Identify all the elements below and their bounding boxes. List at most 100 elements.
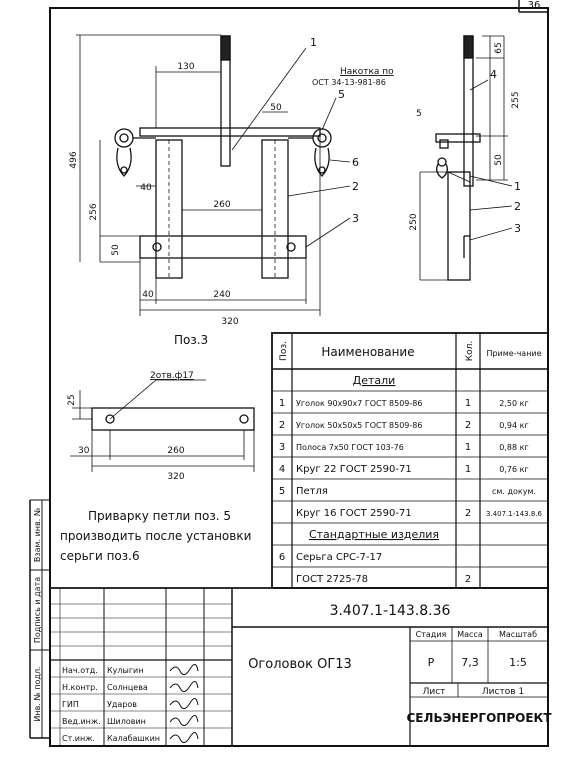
- spec-row-qty: 2: [465, 420, 471, 431]
- signer-name: Солнцева: [107, 683, 148, 692]
- hole-note: 2отв.ф17: [150, 371, 194, 381]
- signer-name: Калабашкин: [107, 734, 160, 743]
- spec-row-note: 0,76 кг: [499, 465, 528, 474]
- signer-role: Нач.отд.: [62, 666, 98, 675]
- spec-row-name: Уголок 90x90x7 ГОСТ 8509-86: [296, 399, 422, 408]
- spec-row-qty: 1: [465, 442, 471, 453]
- signer-role: Н.контр.: [62, 683, 98, 692]
- pos3-dim-25: 25: [67, 394, 77, 405]
- dim-50: 50: [270, 103, 282, 113]
- spec-row-qty: 1: [465, 464, 471, 475]
- pos3-dim-30: 30: [78, 446, 90, 456]
- spec-row-heading: Детали: [353, 374, 396, 387]
- signature-mark: [169, 698, 199, 709]
- marking-note-line1: Накотка по: [340, 67, 394, 77]
- signature-mark: [169, 664, 199, 675]
- organization: СЕЛЬЭНЕРГОПРОЕКТ: [406, 711, 552, 725]
- spec-row-pos: 6: [279, 552, 285, 563]
- spec-row-pos: 5: [279, 486, 285, 497]
- spec-row-name: Уголок 50x50x5 ГОСТ 8509-86: [296, 421, 422, 430]
- spec-row-note: 2,50 кг: [499, 399, 528, 408]
- spec-row-name: Круг 16 ГОСТ 2590-71: [296, 508, 412, 519]
- pos3-label: Поз.3: [174, 333, 208, 347]
- sheets-label: Листов 1: [482, 687, 524, 697]
- dim-240: 240: [213, 290, 230, 300]
- signature-mark: [169, 732, 199, 743]
- pos3-dim-260: 260: [167, 446, 184, 456]
- spec-table: [271, 332, 549, 589]
- side-dim-65: 65: [494, 42, 504, 53]
- signature-mark: [169, 715, 199, 726]
- side-dim-255: 255: [511, 91, 521, 108]
- spec-row-qty: 1: [465, 398, 471, 409]
- spec-row-name: Серьга СРС-7-17: [296, 552, 382, 563]
- side-dim-250: 250: [409, 213, 419, 230]
- callout-3: 3: [352, 212, 359, 225]
- callout-2: 2: [352, 180, 359, 193]
- spec-header-pos: Поз.: [279, 341, 289, 361]
- dim-256: 256: [89, 203, 99, 220]
- front-view-dims: 130 50 260 240 320 40 40 496 256 50 1 5 …: [69, 36, 394, 327]
- scale-label: Масштаб: [499, 630, 537, 639]
- title-block-text: 3.407.1-143.8.36 Оголовок ОГ13 Стадия Ма…: [248, 603, 552, 725]
- sheet-number: 36: [528, 0, 541, 11]
- signer-role: Ст.инж.: [62, 734, 95, 743]
- spec-row-heading: Стандартные изделия: [309, 528, 439, 541]
- spec-row-note: 0,88 кг: [499, 443, 528, 452]
- pos3-dim-320: 320: [167, 472, 184, 482]
- spec-header-name: Наименование: [321, 345, 414, 359]
- signature-mark: [169, 681, 199, 692]
- dim-320: 320: [221, 317, 238, 327]
- spec-row-qty: 2: [465, 508, 471, 519]
- spec-row-note: 0,94 кг: [499, 421, 528, 430]
- dim-40-bottom: 40: [142, 290, 154, 300]
- signer-role: ГИП: [62, 700, 79, 709]
- spec-row-pos: 3: [279, 442, 285, 453]
- mass-value: 7,3: [461, 656, 479, 669]
- dim-40-side: 40: [140, 183, 152, 193]
- side-view: [419, 35, 513, 281]
- pos3-detail: [70, 379, 255, 472]
- spec-row-qty: 2: [465, 574, 471, 585]
- weld-note: Приварку петли поз. 5 производить после …: [60, 509, 251, 563]
- spec-row-note: см. докум.: [492, 487, 536, 496]
- side-callout-2: 2: [514, 200, 521, 213]
- stage-label: Стадия: [416, 630, 447, 639]
- callout-1: 1: [310, 36, 317, 49]
- doc-code: 3.407.1-143.8.36: [330, 603, 451, 619]
- signature-date-label: Подпись и дата: [33, 577, 42, 643]
- side-callout-4: 4: [490, 68, 497, 81]
- title-block: [50, 587, 548, 746]
- weld-note-line1: Приварку петли поз. 5: [88, 509, 231, 523]
- signer-role: Вед.инж.: [62, 717, 101, 726]
- spec-header-note: Приме-чание: [486, 349, 541, 358]
- original-inv-label: Инв. № подл.: [33, 666, 42, 721]
- callout-5: 5: [338, 88, 345, 101]
- spec-row-name: Петля: [296, 486, 328, 497]
- spec-row-name: Полоса 7x50 ГОСТ 103-76: [296, 443, 404, 452]
- binding-labels: Взам. инв. № Подпись и дата Инв. № подл.: [33, 507, 42, 721]
- scale-value: 1:5: [509, 656, 527, 669]
- side-callout-3: 3: [514, 222, 521, 235]
- spec-row-pos: 1: [279, 398, 285, 409]
- drawing-title: Оголовок ОГ13: [248, 657, 352, 672]
- signer-name: Ударов: [107, 700, 137, 709]
- marking-note-line2: ОСТ 34-13-981-86: [312, 78, 386, 87]
- dim-260: 260: [213, 200, 230, 210]
- front-view: [76, 34, 351, 316]
- side-dim-5: 5: [416, 109, 422, 119]
- spec-header: Поз. Наименование Кол. Приме-чание: [279, 341, 542, 362]
- signer-name: Шиловин: [107, 717, 146, 726]
- spec-rows: Детали 1 Уголок 90x90x7 ГОСТ 8509-86 1 2,50 …: [279, 374, 543, 585]
- side-callout-1: 1: [514, 180, 521, 193]
- spec-row-pos: 4: [279, 464, 285, 475]
- sheet-label: Лист: [423, 687, 446, 697]
- dim-130: 130: [177, 62, 194, 72]
- replace-inv-label: Взам. инв. №: [33, 507, 42, 562]
- spec-row-name: Круг 22 ГОСТ 2590-71: [296, 464, 412, 475]
- mass-label: Масса: [457, 630, 483, 639]
- stage-value: Р: [428, 656, 435, 669]
- callout-6: 6: [352, 156, 359, 169]
